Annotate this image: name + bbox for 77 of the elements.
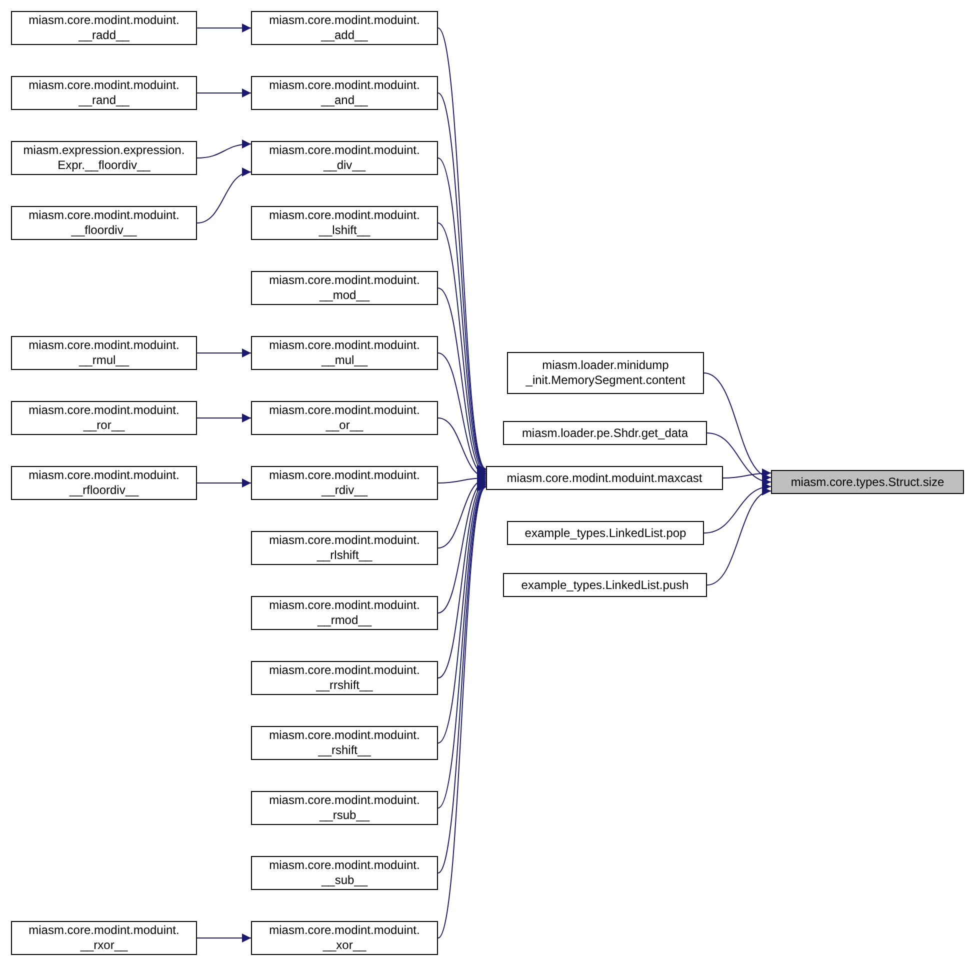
function-box <box>11 336 197 370</box>
function-box <box>11 206 197 240</box>
function-name: miasm.core.modint.moduint. __radd__ <box>28 13 180 43</box>
function-box <box>251 531 438 565</box>
function-box <box>251 76 438 110</box>
function-name: miasm.core.modint.moduint. __div__ <box>268 143 421 173</box>
arrow <box>196 88 252 98</box>
function-box <box>11 466 197 500</box>
arrow <box>196 934 252 942</box>
function-name: miasm.core.modint.moduint. __floordiv__ <box>28 208 180 238</box>
arrow <box>196 348 252 358</box>
function-name: miasm.core.modint.moduint. __rshift__ <box>268 728 421 758</box>
function-box <box>251 141 438 175</box>
function-name: miasm.loader.minidump _init.MemorySegment.content <box>524 358 686 388</box>
arrow <box>196 169 252 224</box>
arrow <box>438 352 486 476</box>
arrow <box>438 288 486 475</box>
function-name: miasm.core.modint.moduint. __and__ <box>268 78 421 108</box>
function-box <box>251 791 438 825</box>
function-box <box>11 921 197 955</box>
function-name: miasm.core.modint.moduint. __rmod__ <box>268 598 421 628</box>
function-name: miasm.core.modint.moduint. __rmul__ <box>28 338 180 368</box>
function-box <box>11 401 197 435</box>
function-name: example_types.LinkedList.push <box>521 578 689 592</box>
function-name: miasm.core.modint.moduint. __mul__ <box>268 338 421 368</box>
arrow <box>196 24 252 32</box>
arrow <box>438 418 486 480</box>
function-name: miasm.core.modint.moduint. __rdiv__ <box>268 468 421 498</box>
function-box <box>11 76 197 110</box>
function-box <box>771 470 964 494</box>
function-box <box>251 401 438 435</box>
arrow <box>438 222 486 474</box>
function-box <box>11 11 197 45</box>
function-name: miasm.core.modint.moduint. __add__ <box>268 13 421 43</box>
function-box <box>251 466 438 500</box>
function-name: miasm.core.modint.moduint. __rxor__ <box>28 923 180 953</box>
arrow <box>706 488 772 586</box>
function-name: miasm.core.modint.moduint. __rand__ <box>28 78 180 108</box>
function-name: example_types.LinkedList.pop <box>524 526 686 540</box>
arrow <box>196 140 252 158</box>
arrow <box>196 414 252 422</box>
function-box <box>11 141 197 175</box>
function-name: miasm.core.types.Struct.size <box>790 474 944 490</box>
function-name: miasm.core.modint.moduint. __rlshift__ <box>268 533 421 563</box>
function-name: miasm.core.modint.moduint. __rrshift__ <box>268 663 421 693</box>
arrow <box>722 468 772 478</box>
function-box <box>251 206 438 240</box>
function-box <box>251 661 438 695</box>
function-name: miasm.expression.expression. Expr.__floordiv__ <box>22 143 186 173</box>
function-box <box>507 521 704 545</box>
function-name: miasm.loader.pe.Shdr.get_data <box>522 426 688 440</box>
arrow <box>196 478 252 488</box>
arrow <box>704 372 772 480</box>
function-box <box>251 726 438 760</box>
function-box <box>251 856 438 890</box>
function-box <box>503 421 707 445</box>
function-name: miasm.core.modint.moduint.maxcast <box>506 470 702 486</box>
function-name: miasm.core.modint.moduint. __xor__ <box>268 923 421 953</box>
function-name: miasm.core.modint.moduint. __ror__ <box>28 403 180 433</box>
function-box <box>251 921 438 955</box>
function-box <box>251 11 438 45</box>
function-box <box>486 466 723 490</box>
function-name: miasm.core.modint.moduint. __sub__ <box>268 858 421 888</box>
function-name: miasm.core.modint.moduint. __lshift__ <box>268 208 421 238</box>
function-box <box>507 352 704 394</box>
function-box <box>251 336 438 370</box>
function-box <box>251 596 438 630</box>
function-name: miasm.core.modint.moduint. __rfloordiv__ <box>28 468 180 498</box>
function-box <box>503 573 707 597</box>
function-box <box>251 271 438 305</box>
function-name: miasm.core.modint.moduint. __rsub__ <box>268 793 421 823</box>
function-name: miasm.core.modint.moduint. __or__ <box>268 403 421 433</box>
arrow <box>704 483 772 534</box>
arrow <box>706 432 772 486</box>
arrow <box>438 477 486 548</box>
arrow <box>438 158 486 472</box>
function-name: miasm.core.modint.moduint. __mod__ <box>268 273 421 303</box>
